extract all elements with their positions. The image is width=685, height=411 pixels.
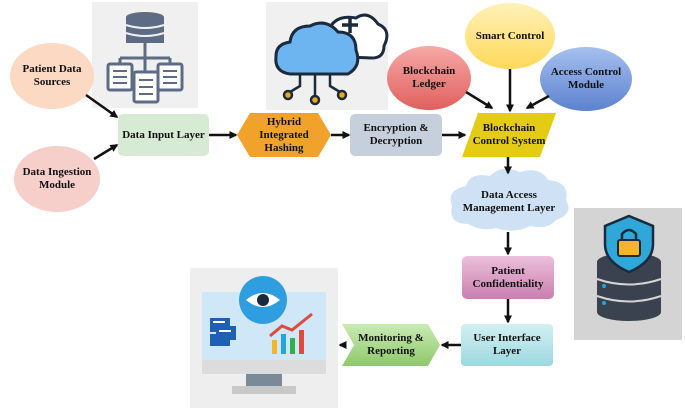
arrow-ingestion-to-input — [93, 143, 119, 161]
data-input-layer-node — [118, 114, 209, 156]
user-interface-layer-label: User Interface Layer — [473, 332, 541, 357]
patient-confidentiality-label: Patient Confidentiality — [472, 264, 544, 290]
monitoring-monitor-icon — [190, 268, 338, 408]
hybrid-integrated-hashing-label: Hybrid Integrated Hashing — [259, 115, 309, 154]
data-ingestion-module-node — [14, 146, 100, 212]
cloud-network-icon — [266, 2, 389, 110]
database-network-icon — [92, 2, 198, 108]
smart-control-label: Smart Control — [475, 29, 545, 42]
encryption-decryption-node — [350, 114, 442, 156]
access-control-module-node — [540, 47, 632, 111]
smart-control-node — [465, 3, 555, 69]
hybrid-integrated-hashing-node — [237, 113, 331, 157]
secure-database-icon — [574, 208, 682, 340]
data-input-layer-label: Data Input Layer — [122, 128, 205, 141]
patient-data-sources-node — [10, 43, 94, 109]
monitoring-reporting-node — [342, 324, 440, 366]
data-ingestion-module-label: Data Ingestion Module — [22, 166, 92, 191]
arrow-access-to-control — [525, 94, 550, 110]
monitoring-reporting-label: Monitoring & Reporting — [358, 332, 424, 357]
blockchain-control-system-node — [462, 113, 556, 157]
user-interface-layer-node — [461, 324, 553, 366]
blockchain-control-system-label: Blockchain Control System — [472, 122, 546, 147]
arrow-ledger-to-control — [465, 90, 494, 110]
access-control-module-label: Access Control Module — [550, 66, 622, 91]
arrow-sources-to-input — [85, 93, 119, 119]
patient-data-sources-label: Patient Data Sources — [22, 63, 82, 88]
encryption-decryption-label: Encryption & Decryption — [363, 122, 429, 147]
blockchain-ledger-node — [387, 46, 471, 110]
patient-confidentiality-node — [462, 256, 554, 299]
data-access-management-layer-node — [450, 168, 569, 231]
blockchain-ledger-label: Blockchain Ledger — [402, 65, 456, 90]
data-access-management-layer-label: Data Access Management Layer — [462, 189, 556, 214]
